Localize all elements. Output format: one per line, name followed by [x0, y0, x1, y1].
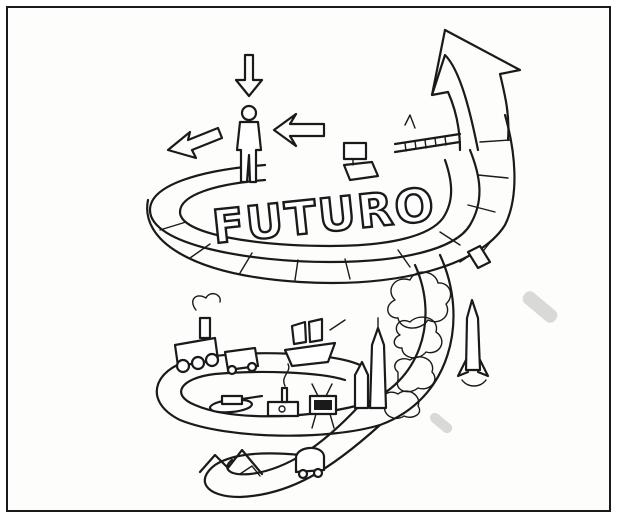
arrow-left-icon	[168, 128, 222, 158]
train-icon	[395, 115, 460, 152]
smoke-cloud-icon	[383, 272, 451, 418]
church-icon	[355, 318, 386, 408]
tank-icon	[210, 396, 262, 412]
upper-spiral	[147, 30, 520, 283]
rocket-icon	[458, 300, 488, 386]
computer-icon	[344, 143, 378, 180]
steam-engine-icon	[175, 294, 220, 372]
big-spiral-arrow-icon	[445, 30, 520, 140]
arrow-down-icon	[236, 55, 262, 96]
central-word: FUTURO	[210, 177, 438, 254]
person-icon	[237, 106, 261, 182]
caravan-icon	[296, 448, 324, 478]
tv-icon	[310, 384, 336, 428]
car-icon	[225, 348, 258, 374]
arrow-right-icon	[274, 114, 324, 146]
